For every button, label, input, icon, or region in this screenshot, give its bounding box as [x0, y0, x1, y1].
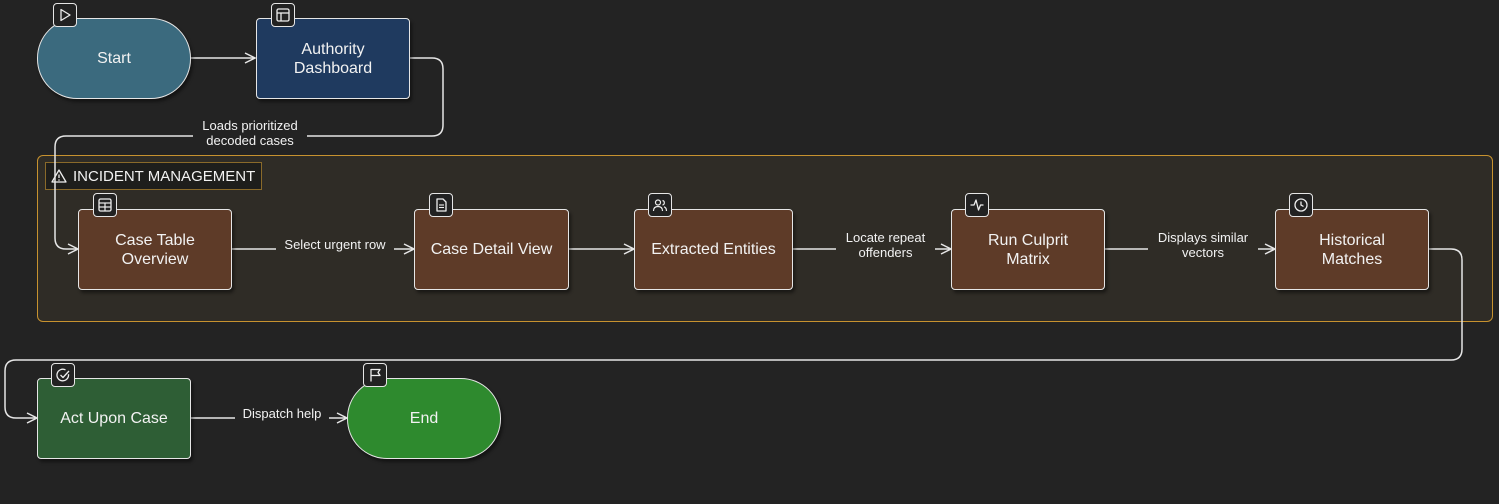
end-node[interactable]: End [347, 378, 501, 459]
culprit-label: Run Culprit Matrix [987, 231, 1069, 268]
culprit-matrix-node[interactable]: Run Culprit Matrix [951, 209, 1105, 290]
act-upon-case-node[interactable]: Act Upon Case [37, 378, 191, 459]
activity-icon [965, 193, 989, 217]
users-icon [648, 193, 672, 217]
edge-label-locate: Locate repeat offenders [836, 230, 935, 260]
act-label: Act Upon Case [60, 410, 168, 427]
case-detail-label: Case Detail View [430, 241, 553, 258]
table-icon [93, 193, 117, 217]
group-title: INCIDENT MANAGEMENT [45, 162, 263, 190]
end-label: End [409, 410, 439, 427]
historical-matches-node[interactable]: Historical Matches [1275, 209, 1429, 290]
check-circle-icon [51, 363, 75, 387]
start-label: Start [97, 50, 131, 67]
start-node[interactable]: Start [37, 18, 191, 99]
case-detail-node[interactable]: Case Detail View [414, 209, 569, 290]
historical-label: Historical Matches [1319, 231, 1385, 268]
layout-icon [271, 3, 295, 27]
dashboard-label: Authority Dashboard [293, 40, 373, 77]
play-icon [53, 3, 77, 27]
case-table-node[interactable]: Case Table Overview [78, 209, 232, 290]
clock-icon [1289, 193, 1313, 217]
entities-label: Extracted Entities [651, 241, 776, 258]
flag-icon [363, 363, 387, 387]
edge-label-dispatch: Dispatch help [235, 406, 329, 421]
document-icon [429, 193, 453, 217]
edge-label-loads: Loads prioritized decoded cases [193, 118, 307, 148]
edge-label-displays: Displays similar vectors [1148, 230, 1258, 260]
authority-dashboard-node[interactable]: Authority Dashboard [256, 18, 410, 99]
edge-label-select: Select urgent row [276, 237, 394, 252]
case-table-label: Case Table Overview [115, 231, 195, 268]
extracted-entities-node[interactable]: Extracted Entities [634, 209, 793, 290]
group-title-text: INCIDENT MANAGEMENT [73, 167, 256, 185]
